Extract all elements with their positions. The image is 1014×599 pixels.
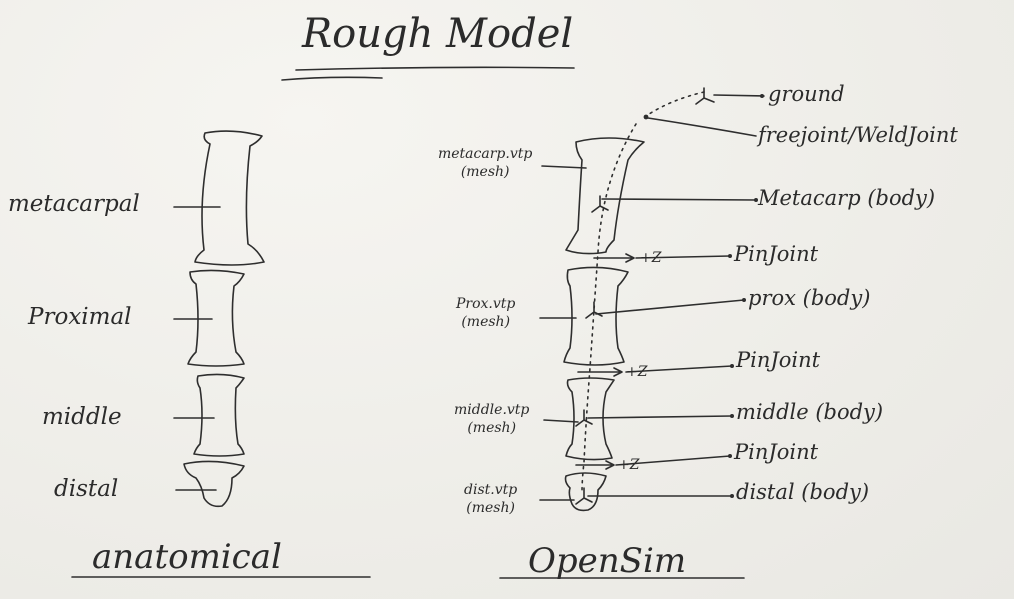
label-pinjoint-2: PinJoint xyxy=(736,348,821,372)
ground-frame-icon xyxy=(695,87,715,105)
label-freejoint: freejoint/WeldJoint xyxy=(758,123,958,147)
pinjoint-1-dot xyxy=(728,254,732,258)
metacarp-mesh-line-2: (mesh) xyxy=(460,163,510,180)
middle-mesh-line-1: middle.vtp xyxy=(454,402,530,418)
middle-body-dot xyxy=(730,414,734,418)
middle-body-leader xyxy=(587,415,733,419)
pinjoint-1-leader xyxy=(635,255,731,259)
middle-bone xyxy=(193,373,245,457)
distal-frame-icon xyxy=(575,487,593,505)
prox-mesh-bone xyxy=(563,266,629,366)
distal-body-dot xyxy=(730,494,734,498)
distal-mesh-line-2: (mesh) xyxy=(466,499,515,516)
label-pinjoint-1: PinJoint xyxy=(734,242,819,266)
metacarpal-bone xyxy=(194,130,265,266)
label-metacarp-mesh: metacarp.vtp (mesh) xyxy=(438,146,532,181)
label-distal: distal xyxy=(54,476,119,502)
label-middle-body: middle (body) xyxy=(736,400,884,424)
label-prox-mesh: Prox.vtp (mesh) xyxy=(456,296,515,331)
prox-body-leader xyxy=(595,299,745,315)
freejoint-leader xyxy=(647,117,757,137)
label-metacarpal: metacarpal xyxy=(8,191,140,217)
middle-mesh-leader xyxy=(543,419,579,423)
prox-mesh-line-2: (mesh) xyxy=(461,313,511,330)
pinjoint-3-leader xyxy=(615,455,731,466)
metacarp-frame-icon xyxy=(591,195,609,213)
label-metacarp-body: Metacarp (body) xyxy=(758,186,936,210)
prox-body-dot xyxy=(742,298,746,302)
ground-dot xyxy=(760,94,764,98)
label-prox-body: prox (body) xyxy=(748,286,871,310)
label-ground: ground xyxy=(768,82,845,106)
prox-mesh-line-1: Prox.vtp xyxy=(456,296,516,312)
pinjoint-1-axis xyxy=(593,253,635,263)
freejoint-dot xyxy=(643,114,649,120)
metacarp-mesh-leader xyxy=(541,165,587,169)
label-proximal: Proximal xyxy=(28,304,132,330)
pinjoint-2-dot xyxy=(730,364,734,368)
middle-mesh-bone xyxy=(565,377,615,461)
pinjoint-2-leader xyxy=(625,365,733,373)
label-pinjoint-3: PinJoint xyxy=(734,440,819,464)
middle-mesh-line-2: (mesh) xyxy=(467,419,517,436)
label-middle-mesh: middle.vtp (mesh) xyxy=(454,402,529,437)
middle-frame-icon xyxy=(575,409,593,427)
distal-mesh-bone xyxy=(564,472,607,512)
label-distal-mesh: dist.vtp (mesh) xyxy=(464,482,517,517)
proximal-bone xyxy=(187,269,245,367)
anatomical-heading: anatomical xyxy=(92,537,282,577)
pinjoint-3-dot xyxy=(728,454,732,458)
distal-mesh-line-1: dist.vtp xyxy=(464,482,518,498)
page-title: Rough Model xyxy=(302,11,574,57)
ground-dotted xyxy=(645,91,705,117)
pinjoint-3-axis xyxy=(575,460,615,470)
title-underline-2 xyxy=(281,76,383,81)
metacarp-mesh-line-1: metacarp.vtp xyxy=(438,146,533,162)
z-axis-label-2: +Z xyxy=(626,364,648,380)
label-middle: middle xyxy=(42,404,122,430)
title-underline xyxy=(295,66,575,71)
ground-leader xyxy=(713,94,765,97)
joint-chain-dotted xyxy=(581,123,637,493)
z-axis-label-1: +Z xyxy=(640,250,662,266)
metacarp-mesh-bone xyxy=(565,137,645,255)
z-axis-label-3: +Z xyxy=(618,457,640,473)
label-distal-body: distal (body) xyxy=(736,480,870,504)
metacarp-body-leader xyxy=(601,198,757,201)
opensim-heading: OpenSim xyxy=(528,541,687,581)
distal-bone xyxy=(183,460,245,508)
metacarp-body-dot xyxy=(754,198,758,202)
pinjoint-2-axis xyxy=(577,367,623,377)
